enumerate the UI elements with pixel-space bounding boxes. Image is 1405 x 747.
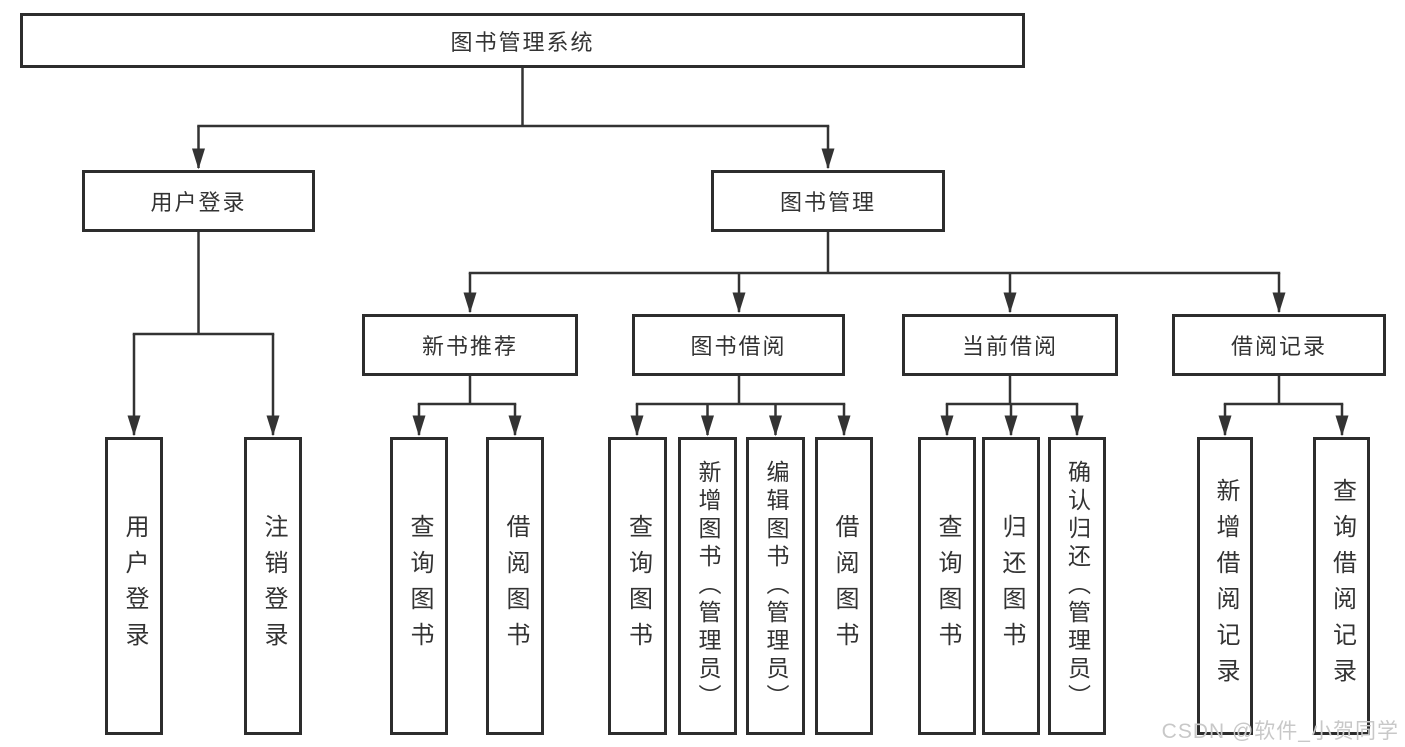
leaf-label: 查询图书 — [624, 514, 652, 658]
node-new-book-recommend: 新书推荐 — [362, 314, 578, 376]
leaf-query-books-recommend: 查询图书 — [390, 437, 448, 735]
node-label: 用户登录 — [150, 190, 247, 215]
leaf-label: 查询图书 — [934, 514, 961, 658]
leaf-edit-book-admin: 编辑图书（管理员） — [746, 437, 805, 735]
csdn-watermark: CSDN @软件_小贺同学 — [1161, 720, 1399, 743]
leaf-borrow-books-borrow: 借阅图书 — [815, 437, 873, 735]
leaf-label: 借阅图书 — [502, 514, 529, 658]
node-label: 图书管理系统 — [450, 29, 595, 55]
leaf-borrow-books-recommend: 借阅图书 — [486, 437, 544, 735]
leaf-user-login: 用户登录 — [105, 437, 163, 735]
leaf-label: 编辑图书（管理员） — [763, 460, 789, 712]
leaf-query-borrow-record: 查询借阅记录 — [1313, 437, 1370, 735]
leaf-label: 新增图书（管理员） — [695, 460, 721, 712]
node-book-management: 图书管理 — [711, 170, 945, 232]
leaf-add-book-admin: 新增图书（管理员） — [678, 437, 737, 735]
leaf-logout: 注销登录 — [244, 437, 302, 735]
leaf-label: 新增借阅记录 — [1212, 478, 1239, 694]
leaf-label: 查询图书 — [406, 514, 433, 658]
leaf-label: 归还图书 — [998, 514, 1025, 658]
node-borrow-records: 借阅记录 — [1172, 314, 1386, 376]
leaf-add-borrow-record: 新增借阅记录 — [1197, 437, 1253, 735]
leaf-label: 确认归还（管理员） — [1064, 460, 1091, 712]
leaf-confirm-return-admin: 确认归还（管理员） — [1048, 437, 1106, 735]
leaf-label: 借阅图书 — [831, 514, 858, 658]
node-user-login: 用户登录 — [82, 170, 315, 232]
node-label: 借阅记录 — [1230, 334, 1327, 359]
node-label: 图书借阅 — [690, 334, 787, 359]
leaf-label: 注销登录 — [260, 514, 287, 658]
leaf-return-book: 归还图书 — [982, 437, 1040, 735]
node-book-borrow: 图书借阅 — [632, 314, 845, 376]
node-label: 图书管理 — [779, 190, 876, 215]
leaf-query-books-borrow: 查询图书 — [608, 437, 667, 735]
node-label: 当前借阅 — [961, 334, 1058, 359]
node-current-borrow: 当前借阅 — [902, 314, 1118, 376]
node-label: 新书推荐 — [421, 334, 518, 359]
leaf-query-books-current: 查询图书 — [918, 437, 976, 735]
leaf-label: 查询借阅记录 — [1328, 478, 1356, 694]
leaf-label: 用户登录 — [121, 514, 148, 658]
node-library-system: 图书管理系统 — [20, 13, 1025, 68]
